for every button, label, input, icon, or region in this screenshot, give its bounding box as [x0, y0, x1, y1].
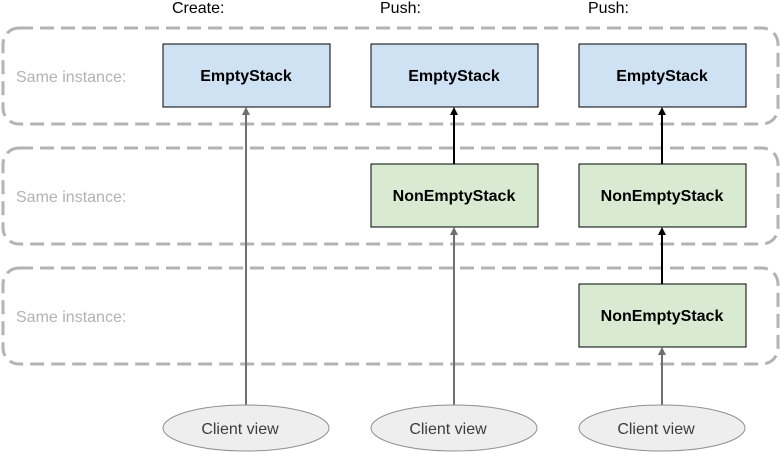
client-view-label-3: Client view	[617, 421, 695, 438]
empty-stack-box-col3	[578, 43, 747, 108]
row-label-2: Same instance:	[16, 189, 126, 206]
instance-group-frame-1	[1, 26, 780, 126]
row-label-1: Same instance:	[16, 69, 126, 86]
instance-group-frame-2	[1, 146, 780, 246]
nonempty-stack-box-col3-upper	[578, 163, 747, 228]
empty-stack-label-col1: EmptyStack	[200, 68, 292, 85]
nonempty-stack-label-col3-upper: NonEmptyStack	[601, 188, 724, 205]
client-view-label-2: Client view	[409, 421, 487, 438]
empty-stack-box-col1	[162, 43, 331, 108]
nonempty-stack-box-col3-lower	[578, 283, 747, 348]
nonempty-stack-label-col2: NonEmptyStack	[393, 188, 516, 205]
client-view-ellipse-2	[370, 404, 538, 452]
empty-stack-label-col3: EmptyStack	[616, 68, 708, 85]
client-view-ellipse-1	[162, 404, 330, 452]
nonempty-stack-label-col3-lower: NonEmptyStack	[601, 308, 724, 325]
empty-stack-label-col2: EmptyStack	[408, 68, 500, 85]
instance-group-frame-3	[1, 266, 780, 366]
client-view-ellipse-3	[578, 404, 746, 452]
empty-stack-box-col2	[370, 43, 539, 108]
op-label-push-2: Push:	[588, 0, 629, 17]
op-label-push-1: Push:	[380, 0, 421, 17]
op-label-create: Create:	[172, 0, 224, 17]
client-view-label-1: Client view	[201, 421, 279, 438]
row-label-3: Same instance:	[16, 309, 126, 326]
nonempty-stack-box-col2	[370, 163, 539, 228]
